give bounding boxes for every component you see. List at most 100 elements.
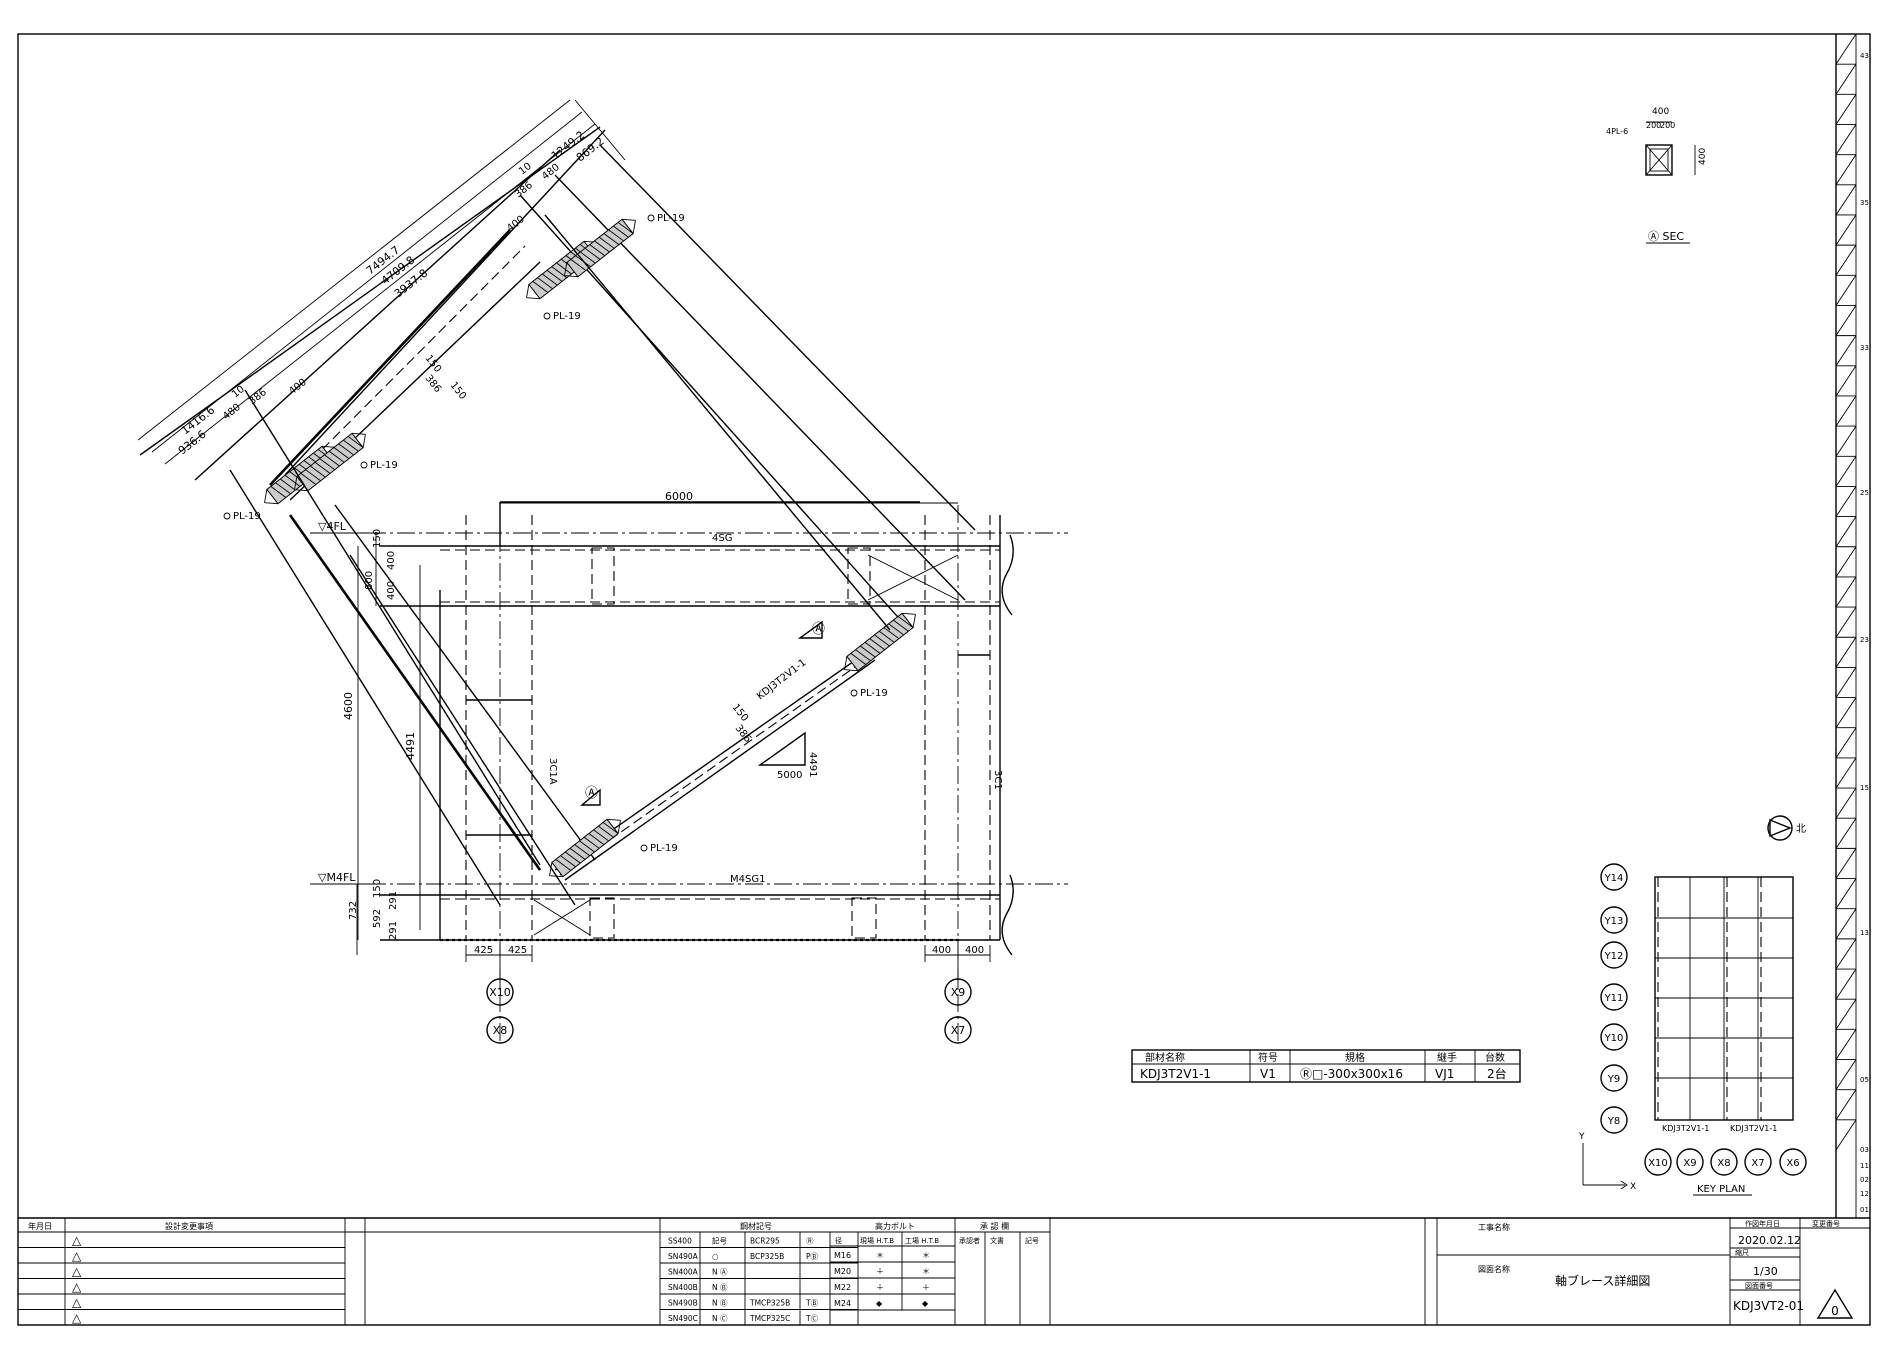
steel-cell: TⒸ [805,1314,819,1323]
mt-h2: 規格 [1345,1051,1365,1064]
strip-cell-diag [1835,757,1857,789]
grid-bubbles-main: X10 X8 X9 X7 [486,965,972,1045]
beam-4sg: 4SG [712,533,732,544]
strip-number: 11 [1860,1162,1869,1170]
bolt-sub2: 工場 H.T.B [905,1236,939,1245]
approval-sub1: 文書 [990,1236,1004,1245]
strip-cell-diag [1835,576,1857,608]
kp-x-label: X6 [1786,1158,1799,1169]
mt-h3: 継手 [1437,1051,1457,1064]
frame-elevation [310,501,1068,990]
slope-5000: 5000 [777,770,802,781]
kp-y-label: Y13 [1604,916,1624,927]
strip-cell-diag [1835,456,1857,487]
kp-x-bubble [1744,1148,1772,1176]
rev-mark: △ [72,1234,82,1248]
steel-cell: 記号 [712,1236,727,1246]
kp-y-label: Y9 [1607,1074,1620,1085]
dim-291a: 291 [388,891,399,910]
kp-y-bubble [1600,983,1628,1011]
strip-number: 05 [1860,1076,1869,1084]
strip-number: 02 [1860,1176,1869,1184]
approval-header: 承 認 欄 [980,1221,1009,1231]
kp-x-bubble [1676,1148,1704,1176]
pl19-2: PL-19 [370,460,398,471]
dim-400-4flb: 400 [386,581,397,600]
rev-h-date: 年月日 [28,1221,52,1231]
strip-cell-diag [1835,214,1857,246]
strip-cell-diag [1835,727,1857,759]
bolt-cell: ◆ [876,1299,883,1308]
dim-150-m4fl: 150 [372,879,383,898]
strip-cell-diag [1835,244,1857,276]
member-tag: KDJ3T2V1-1 [755,657,808,702]
sec-pl: 4PL-6 [1606,127,1628,136]
approval-sub0: 承認者 [959,1236,980,1245]
strip-cell-diag [1835,486,1857,517]
beam-m4sg1: M4SG1 [730,874,765,885]
strip-cell-diag [1835,787,1857,819]
dim-732: 732 [348,901,359,920]
steel-cell: N Ⓑ [712,1299,728,1308]
slope-4491: 4491 [807,752,818,777]
strip-cell-diag [1835,154,1857,186]
bolt-cell: M22 [834,1283,851,1292]
kp-y-bubble [1600,863,1628,891]
steel-cell: Ⓡ [806,1237,814,1246]
kp-x-label: X7 [1751,1158,1764,1169]
mt-r4: 2台 [1487,1066,1507,1081]
kp-y-bubble [1600,1064,1628,1092]
sec-title: Ⓐ SEC [1648,230,1684,243]
steel-cell: TMCP325C [749,1314,790,1323]
strip-cell-diag [1835,305,1857,336]
kp-y-label: Y12 [1604,951,1624,962]
drawing-name: 軸ブレース詳細図 [1555,1273,1650,1288]
rev-mark: △ [72,1249,82,1263]
rev-mark: △ [72,1296,82,1310]
strip-number: 15 [1860,784,1869,792]
brace-dimensions: 7494.7 4709.8 3937.8 1416.6 936.6 1249.2… [137,99,753,745]
dim-425a: 425 [474,945,493,956]
kp-tag2: KDJ3T2V1-1 [1730,1124,1777,1133]
strip-number: 35 [1860,199,1869,207]
strip-cell-diag [1835,1089,1857,1121]
strip-cell-diag [1835,938,1857,970]
project-label: 工事名称 [1478,1222,1510,1232]
strip-cell-diag [1835,124,1857,155]
mt-h1: 符号 [1258,1051,1278,1064]
steel-cell: BCP325B [750,1252,784,1261]
key-plan-title: KEY PLAN [1697,1184,1745,1195]
grid-x10-main: X10 [489,986,511,999]
kp-y-bubble [1600,906,1628,934]
outer-border [17,33,1871,1326]
col-3c1: 3C1 [992,770,1003,790]
bolt-cell: M20 [834,1267,851,1276]
strip-number: 03 [1860,1146,1869,1154]
mt-h4: 台数 [1485,1051,1505,1064]
kp-x-bubble [1644,1148,1672,1176]
steel-cell: SN400A [668,1268,699,1277]
kp-y-bubble [1600,941,1628,969]
strip-number: 13 [1860,929,1869,937]
bolt-sub0: 径 [835,1236,842,1245]
bolt-cell: ＋ [922,1283,930,1292]
strip-cell-diag [1835,335,1857,367]
key-plan: KDJ3T2V1-1 KDJ3T2V1-1 Y14Y13Y12Y11Y10Y9Y… [1578,863,1807,1196]
mt-r0: KDJ3T2V1-1 [1140,1067,1211,1081]
rev-label: 変更番号 [1812,1219,1840,1228]
drawing-label: 図面名称 [1478,1264,1510,1274]
dim-400d: 400 [965,945,984,956]
dim-592: 592 [372,909,383,928]
steel-cell: BCR295 [750,1237,780,1246]
gusset-plate [844,612,916,672]
date-label: 作図年月日 [1745,1219,1780,1228]
strip-cell-diag [1835,184,1857,216]
strip-cell-diag [1835,636,1857,668]
strip-number: 01 [1860,1206,1869,1214]
strip-number: 33 [1860,344,1869,352]
rev-mark: △ [72,1280,82,1294]
north-arrow: 北 [1767,815,1806,841]
dim-386c: 386 [423,373,443,395]
